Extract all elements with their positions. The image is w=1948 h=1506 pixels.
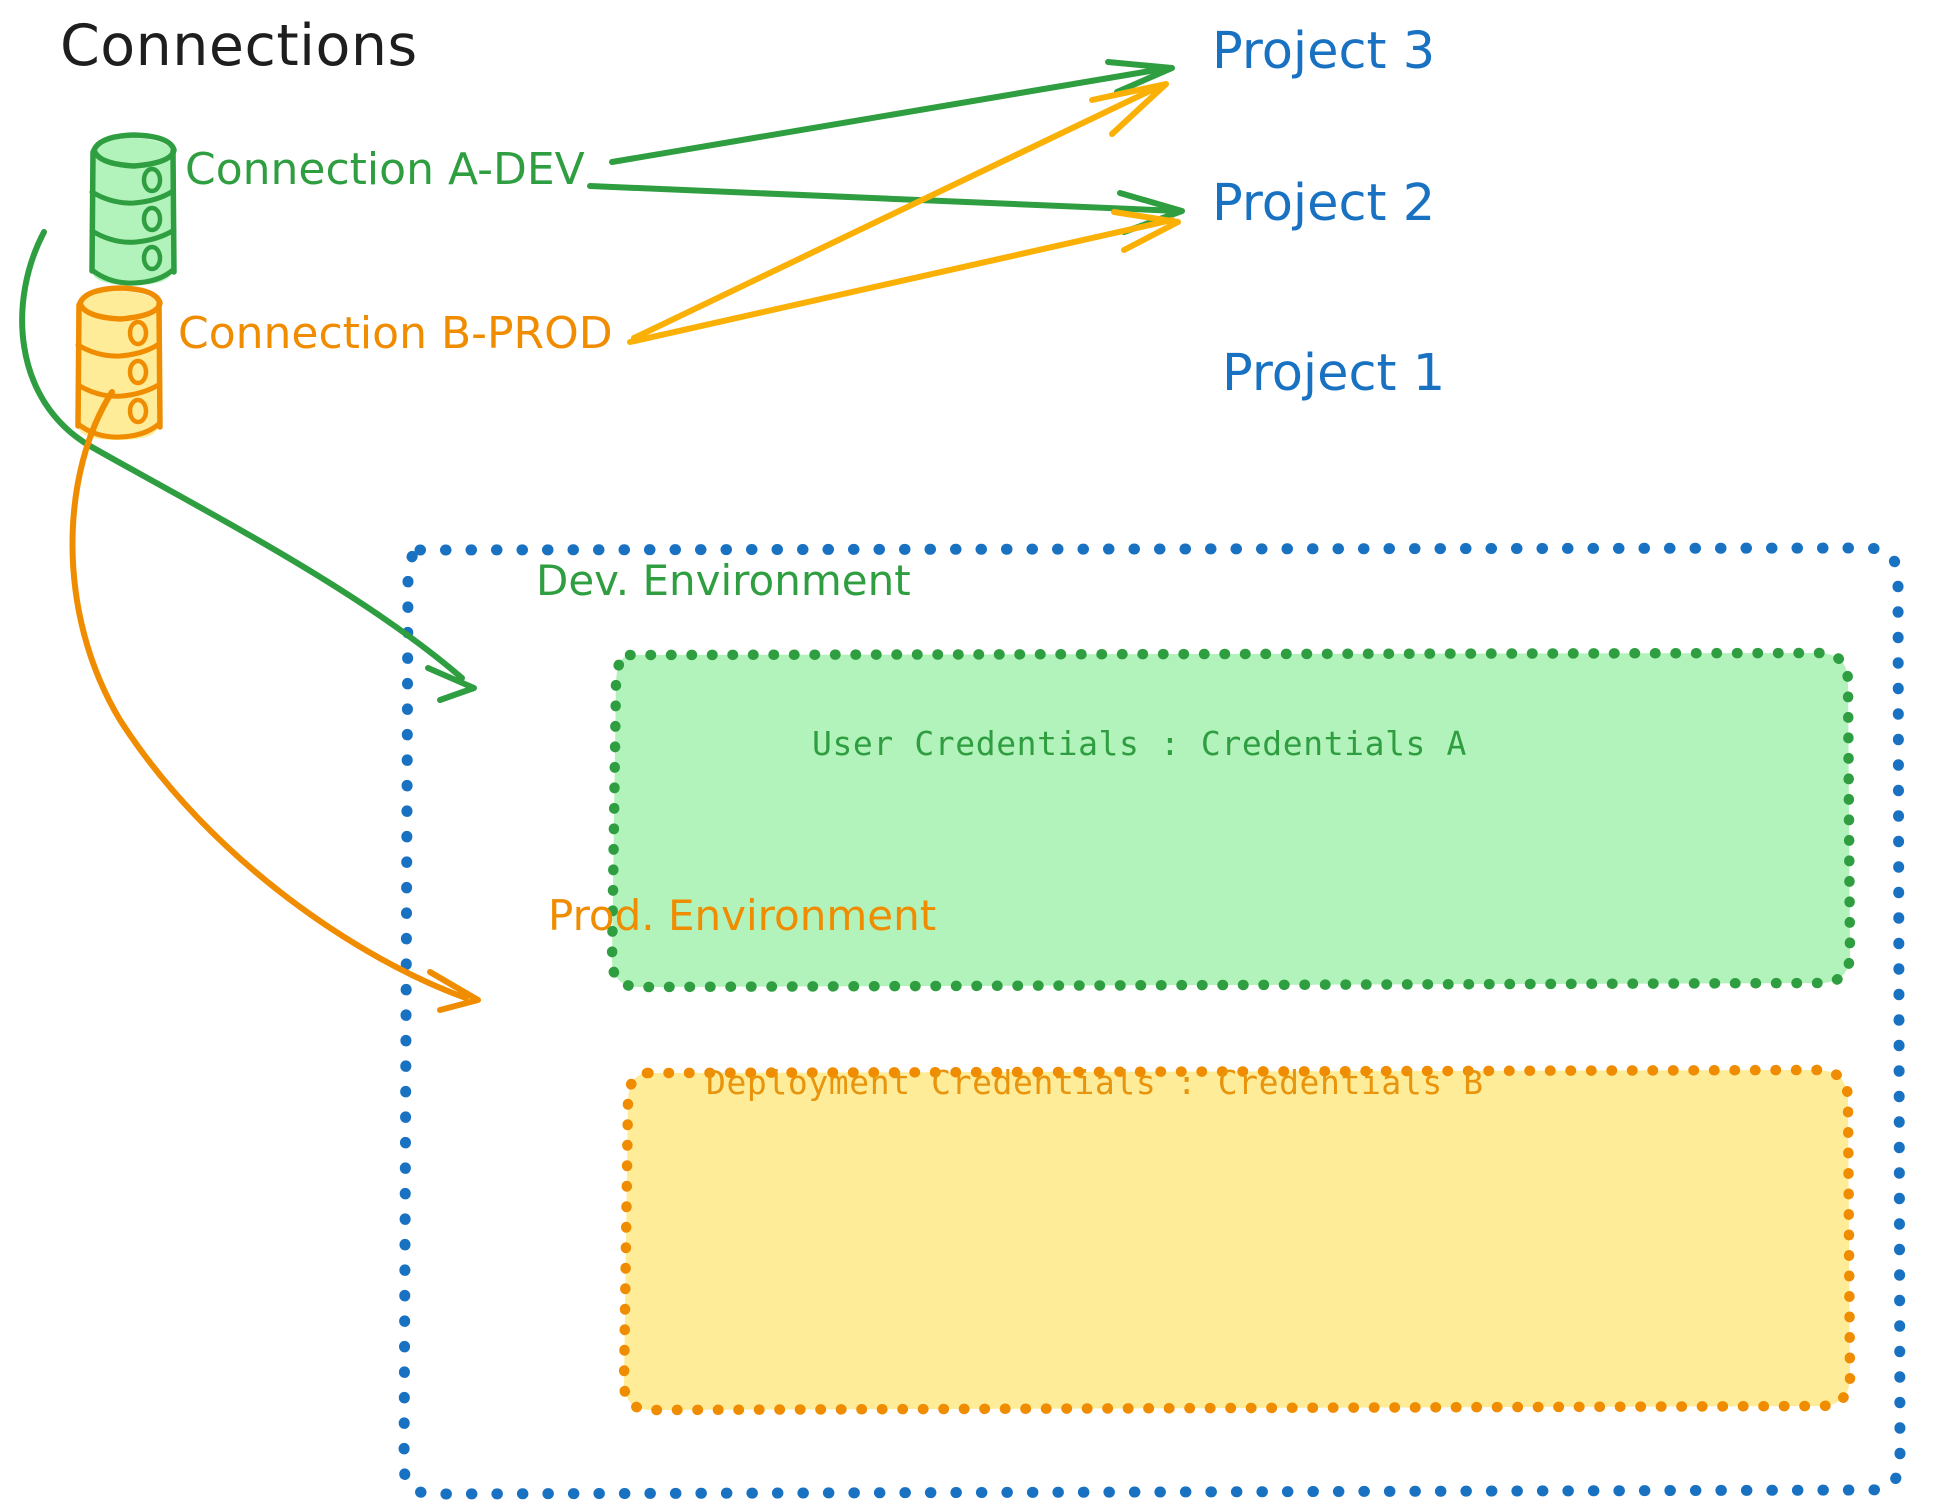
edge-b-prod-to-project-3 [631,81,1169,341]
page-title: Connections [60,13,418,79]
project-3-label: Project 3 [1212,22,1436,81]
dev-environment-box [606,647,1856,993]
connection-b-prod-label: Connection B-PROD [178,308,613,359]
dev-environment-title: Dev. Environment [536,556,911,605]
edge-a-dev-to-dev-environment [19,229,477,703]
database-icon-connection-a-dev [89,132,177,286]
database-icon-connection-b-prod [75,285,163,440]
project-1-label: Project 1 [1222,344,1446,403]
connection-a-dev-label: Connection A-DEV [185,144,585,195]
dev-environment-credentials: User Credentials : Credentials A [812,724,1467,763]
edge-b-prod-to-project-2 [627,209,1181,345]
prod-environment-box [618,1064,1856,1416]
edge-a-dev-to-project-3 [609,59,1175,165]
edge-b-prod-to-prod-environment [69,389,481,1013]
edge-a-dev-to-project-2 [587,183,1185,235]
prod-environment-credentials: Deployment Credentials : Credentials B [706,1063,1484,1102]
prod-environment-title: Prod. Environment [548,891,937,940]
project-2-label: Project 2 [1212,174,1436,233]
project-1-container [398,542,1906,1500]
